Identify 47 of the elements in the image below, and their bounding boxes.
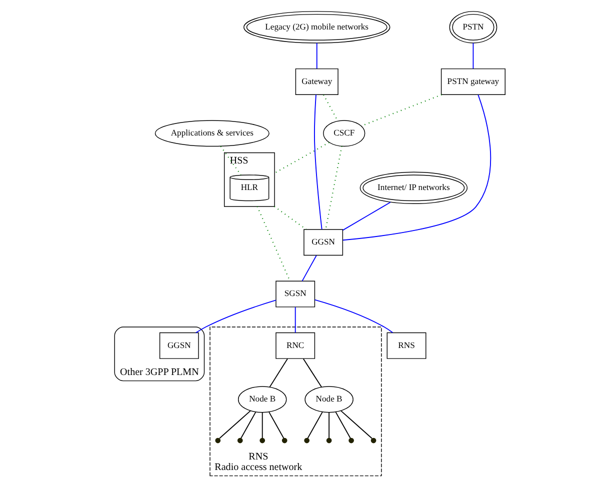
connector bbox=[269, 358, 288, 388]
connector bbox=[323, 94, 338, 121]
node-box: GGSN bbox=[304, 229, 344, 256]
connector bbox=[294, 306, 296, 334]
connector bbox=[342, 202, 391, 231]
node-ellipse: Node B bbox=[238, 386, 287, 413]
connector bbox=[328, 412, 330, 438]
node-circle bbox=[237, 438, 243, 444]
connector bbox=[262, 412, 263, 438]
connector bbox=[240, 412, 256, 439]
connector bbox=[195, 300, 276, 334]
node-circle bbox=[215, 438, 221, 444]
connector bbox=[314, 94, 322, 230]
connector bbox=[472, 42, 474, 70]
connector bbox=[256, 206, 290, 282]
node-circle bbox=[348, 438, 354, 444]
node-circle bbox=[326, 438, 332, 444]
connector bbox=[335, 412, 351, 439]
connector bbox=[274, 206, 306, 230]
connector bbox=[274, 142, 330, 174]
node-ellipse: Legacy (2G) mobile networks bbox=[244, 11, 390, 44]
node-ellipse: Internet/ IP networks bbox=[360, 172, 468, 204]
node-circle bbox=[260, 438, 266, 444]
connector bbox=[361, 94, 442, 126]
node-circle bbox=[282, 438, 288, 444]
connector bbox=[314, 299, 394, 334]
node-ellipse: Applications & services bbox=[154, 120, 270, 147]
connector bbox=[340, 410, 372, 439]
node-box: Gateway bbox=[295, 68, 338, 95]
connector bbox=[268, 412, 284, 439]
node-box: PSTN gateway bbox=[440, 68, 506, 95]
node-ellipse: CSCF bbox=[323, 120, 366, 147]
node-circle bbox=[304, 438, 310, 444]
connector bbox=[316, 42, 318, 70]
node-ellipse: Node B bbox=[304, 386, 354, 413]
node-ellipse: PSTN bbox=[449, 11, 498, 44]
connector bbox=[219, 410, 251, 439]
connector bbox=[325, 146, 342, 230]
connector bbox=[302, 358, 322, 388]
connector bbox=[307, 412, 323, 439]
connector bbox=[302, 255, 317, 282]
node-circle bbox=[370, 438, 376, 444]
node-box: SGSN bbox=[276, 280, 316, 308]
node-box: RNC bbox=[276, 332, 316, 359]
node-box: GGSN bbox=[159, 332, 199, 359]
node-box: RNS bbox=[386, 332, 426, 359]
connector bbox=[342, 94, 492, 241]
